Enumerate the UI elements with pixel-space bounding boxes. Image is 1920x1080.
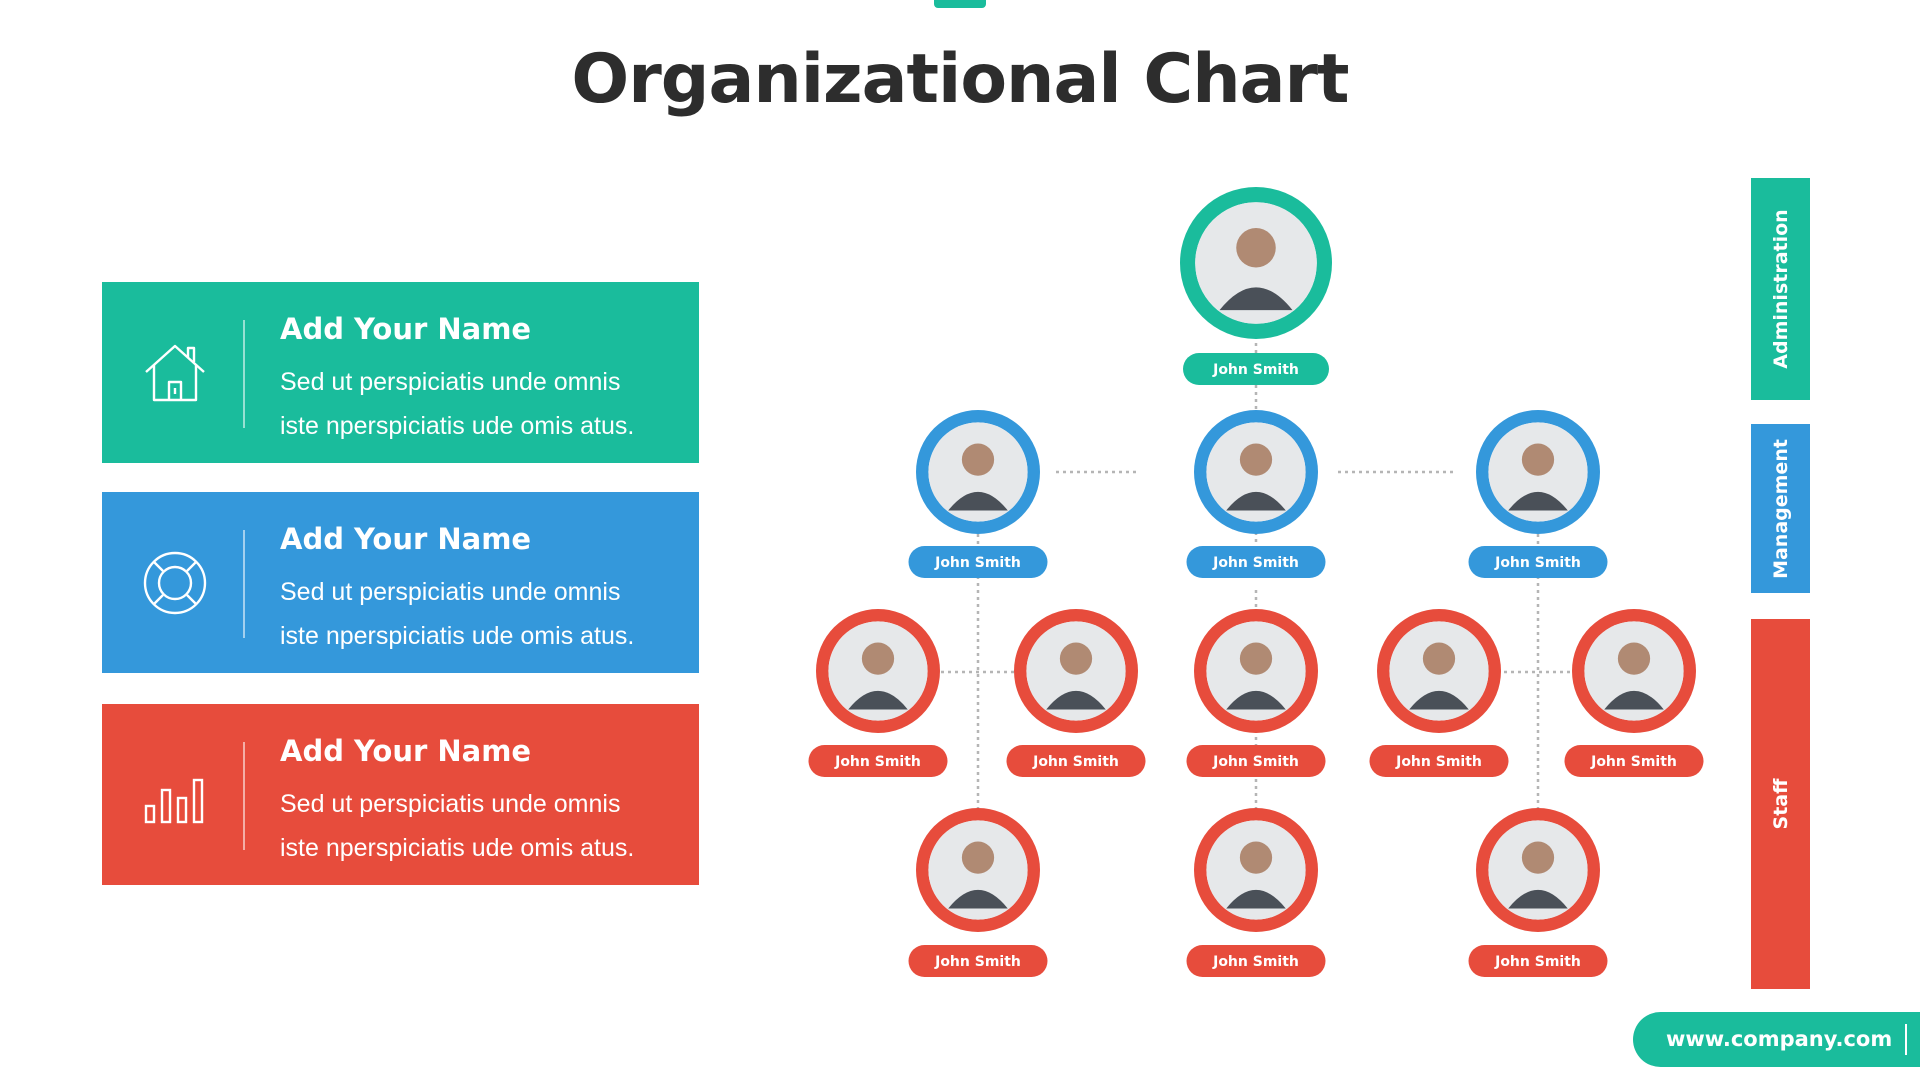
card-desc-line-2: iste nperspiciatis ude omis atus.	[280, 834, 635, 862]
website-url-text: www.company.com	[1666, 1027, 1893, 1051]
person-name: John Smith	[1212, 954, 1299, 970]
person-head	[1422, 642, 1456, 675]
card-desc-line-1: Sed ut perspiciatis unde omnis	[280, 368, 621, 396]
card-description: Sed ut perspiciatis unde omnis iste nper…	[280, 782, 680, 870]
person-head	[1239, 443, 1273, 476]
card-description: Sed ut perspiciatis unde omnis iste nper…	[280, 570, 680, 658]
person-name: John Smith	[934, 555, 1021, 571]
person-head	[1617, 642, 1651, 675]
person-name: John Smith	[1395, 754, 1482, 770]
person-body	[1219, 287, 1293, 311]
level-staff: Staff	[1751, 619, 1810, 989]
person-name: John Smith	[1494, 954, 1581, 970]
card-description: Sed ut perspiciatis unde omnis iste nper…	[280, 360, 680, 448]
name-pill	[1186, 945, 1326, 977]
info-card-2: Add Your Name Sed ut perspiciatis unde o…	[102, 492, 699, 673]
name-pill	[1006, 745, 1146, 777]
card-divider	[243, 320, 245, 428]
person-body	[948, 491, 1008, 511]
card-desc-line-2: iste nperspiciatis ude omis atus.	[280, 412, 635, 440]
person-head	[1521, 841, 1555, 874]
person-name: John Smith	[1494, 555, 1581, 571]
name-pill	[1468, 546, 1608, 578]
website-url[interactable]: www.company.com	[1633, 1012, 1920, 1067]
lifebuoy-icon	[140, 548, 210, 618]
top-accent-tab	[934, 0, 986, 8]
level-administration: Administration	[1751, 178, 1810, 400]
person-body	[848, 690, 908, 710]
card-name: Add Your Name	[280, 522, 532, 556]
info-card-1: Add Your Name Sed ut perspiciatis unde o…	[102, 282, 699, 463]
person-body	[1226, 491, 1286, 511]
card-name: Add Your Name	[280, 734, 532, 768]
page-title: Organizational Chart	[571, 40, 1349, 119]
person-head	[1239, 642, 1273, 675]
person-head	[961, 841, 995, 874]
card-name: Add Your Name	[280, 312, 532, 346]
person-name: John Smith	[1212, 555, 1299, 571]
person-name: John Smith	[934, 954, 1021, 970]
person-body	[1046, 690, 1106, 710]
person-name: John Smith	[1212, 754, 1299, 770]
node-staff: John Smith	[1369, 609, 1509, 777]
person-head	[1059, 642, 1093, 675]
name-pill	[908, 546, 1048, 578]
level-label: Staff	[1769, 778, 1792, 830]
card-desc-line-2: iste nperspiciatis ude omis atus.	[280, 622, 635, 650]
name-pill	[1564, 745, 1704, 777]
name-pill	[1186, 546, 1326, 578]
bar-chart-icon	[140, 760, 210, 830]
name-pill	[1183, 353, 1329, 385]
level-label: Administration	[1769, 209, 1792, 369]
person-name: John Smith	[1590, 754, 1677, 770]
card-divider	[243, 530, 245, 638]
level-label: Management	[1769, 438, 1792, 579]
person-head	[861, 642, 895, 675]
name-pill	[1468, 945, 1608, 977]
level-management: Management	[1751, 424, 1810, 593]
person-head	[1521, 443, 1555, 476]
person-body	[948, 889, 1008, 909]
house-icon	[140, 338, 210, 408]
info-card-3: Add Your Name Sed ut perspiciatis unde o…	[102, 704, 699, 885]
name-pill	[1186, 745, 1326, 777]
node-staff: John Smith	[1186, 609, 1326, 777]
node-manager: John Smith	[1186, 410, 1326, 578]
person-body	[1409, 690, 1469, 710]
person-body	[1226, 889, 1286, 909]
person-name: John Smith	[834, 754, 921, 770]
person-body	[1508, 889, 1568, 909]
person-head	[961, 443, 995, 476]
person-name: John Smith	[1212, 362, 1299, 378]
node-staff: John Smith	[1006, 609, 1146, 777]
node-staff: John Smith	[1564, 609, 1704, 777]
card-desc-line-1: Sed ut perspiciatis unde omnis	[280, 578, 621, 606]
card-desc-line-1: Sed ut perspiciatis unde omnis	[280, 790, 621, 818]
person-body	[1226, 690, 1286, 710]
person-head	[1236, 228, 1276, 268]
name-pill	[908, 945, 1048, 977]
person-name: John Smith	[1032, 754, 1119, 770]
name-pill	[1369, 745, 1509, 777]
person-head	[1239, 841, 1273, 874]
node-staff: John Smith	[1186, 808, 1326, 977]
person-body	[1508, 491, 1568, 511]
card-divider	[243, 742, 245, 850]
node-head: John Smith	[1180, 187, 1332, 385]
url-divider	[1905, 1024, 1907, 1055]
node-staff: John Smith	[908, 808, 1048, 977]
node-manager: John Smith	[1468, 410, 1608, 578]
name-pill	[808, 745, 948, 777]
person-body	[1604, 690, 1664, 710]
node-manager: John Smith	[908, 410, 1048, 578]
node-staff: John Smith	[1468, 808, 1608, 977]
node-staff: John Smith	[808, 609, 948, 777]
